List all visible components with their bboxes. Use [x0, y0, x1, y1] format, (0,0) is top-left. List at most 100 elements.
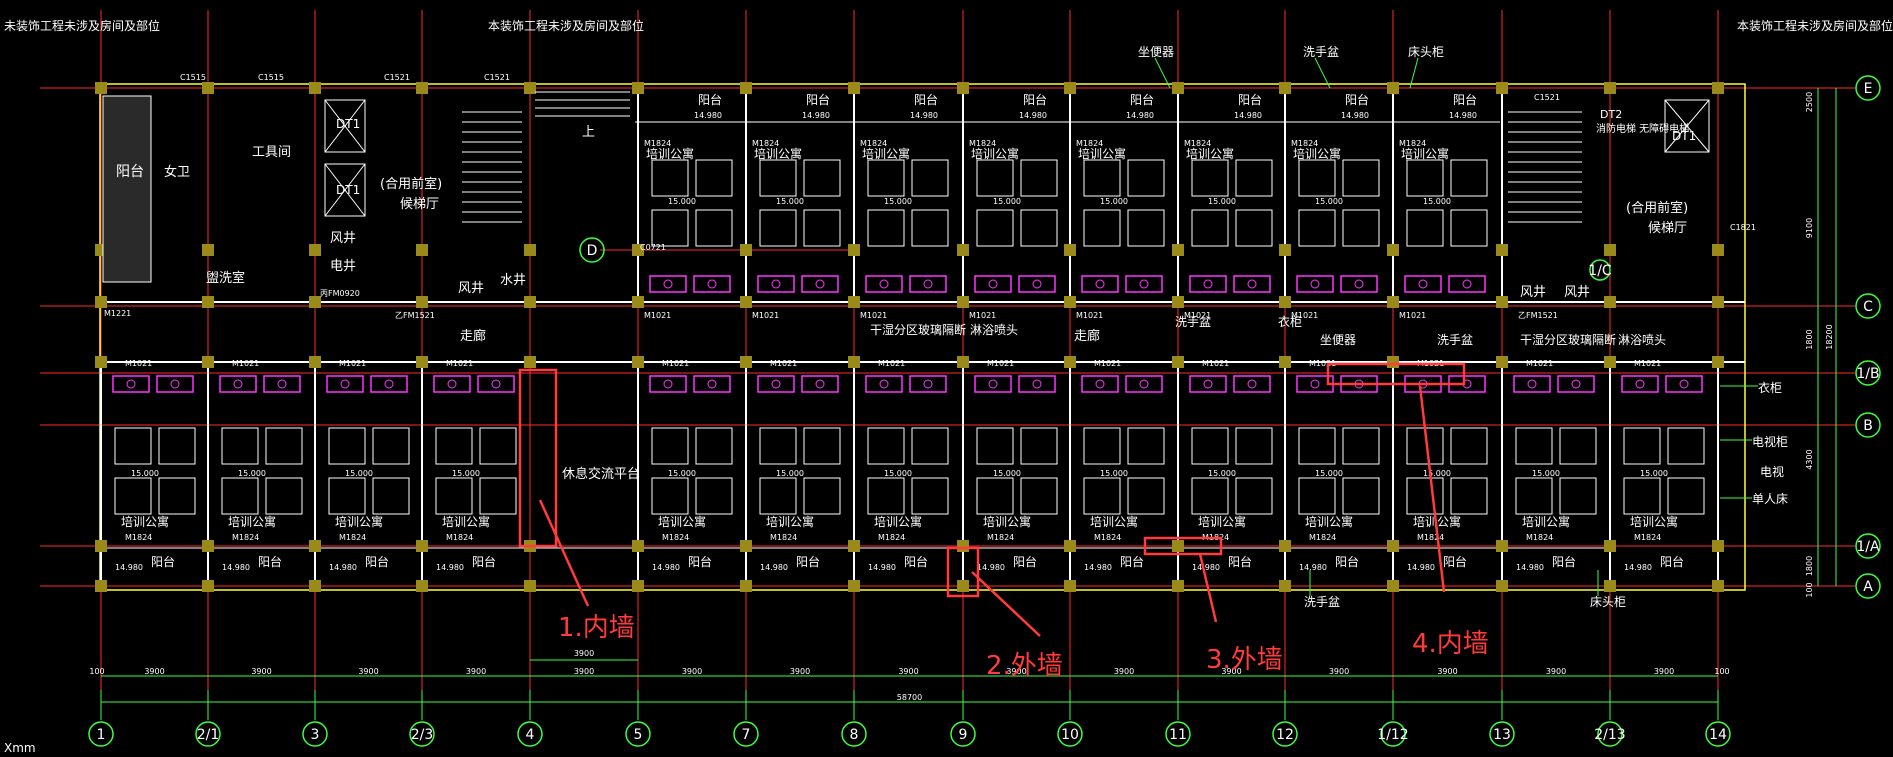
unit-fixtures-t4 [1081, 275, 1163, 293]
bed [1406, 477, 1444, 515]
elev-tag: 14.980 [910, 111, 938, 120]
room-air-shaft-left: 风井 [330, 231, 356, 246]
door-tag-m1021: M1021 [987, 359, 1014, 368]
basin-bowl [771, 379, 781, 389]
elev-tag: 15.000 [1208, 197, 1236, 206]
annotation-arrow-2 [971, 571, 1041, 637]
column-12-4 [1387, 540, 1399, 552]
door-tag-m1021: M1021 [860, 311, 887, 320]
room-female-wc: 女卫 [164, 164, 190, 180]
axis-bubble-right-5-label: A [1863, 579, 1873, 595]
column-0-5 [95, 580, 107, 592]
stair-left [462, 111, 522, 223]
column-14-4 [1604, 540, 1616, 552]
dim-bottom-2: 3900 [358, 667, 378, 676]
basin-bowl [1635, 379, 1645, 389]
room-elec-shaft: 电井 [330, 259, 356, 274]
room-elevator-dt1-right: DT1 [1672, 129, 1696, 143]
room-balcony-top: 阳台 [1453, 92, 1477, 107]
toilet-fixture [1018, 375, 1056, 393]
annotation-label-4: 4.内墙 [1412, 629, 1489, 659]
bed [803, 477, 841, 515]
column-11-0 [1279, 82, 1291, 94]
room-balcony-bottom: 阳台 [1120, 554, 1144, 569]
door-tag-m1824: M1824 [1309, 533, 1336, 542]
bed [1623, 427, 1661, 465]
room-balcony-top: 阳台 [806, 92, 830, 107]
unit-fixtures-t5 [1189, 275, 1271, 293]
window-tag-c1515-b: C1515 [258, 73, 284, 82]
basin-bowl [1095, 279, 1105, 289]
annotation-box-4 [1326, 362, 1466, 386]
bed [1450, 159, 1488, 197]
note-tv-cabinet: 电视柜 [1752, 434, 1788, 449]
elevator-shaft-0 [324, 99, 366, 153]
axis-bubble-right-4-circle [1855, 533, 1881, 559]
unit-fixtures-t0 [649, 275, 731, 293]
annotation-label-3: 3.外墙 [1206, 645, 1283, 675]
annotation-label-2: 2.外墙 [986, 651, 1063, 681]
column-10-4 [1172, 540, 1184, 552]
dim-bottom-8: 3900 [1006, 667, 1026, 676]
door-tag-m1824: M1824 [1399, 139, 1426, 148]
unit-fixtures-t3 [974, 275, 1056, 293]
beds-t3 [976, 159, 1058, 247]
column-15-1 [1712, 244, 1724, 256]
toilet-bowl [384, 379, 394, 389]
door-tag-m1824: M1824 [969, 139, 996, 148]
bed [1020, 477, 1058, 515]
room-lobby-right: (合用前室) [1626, 200, 1688, 216]
elev-tag: 15.000 [668, 197, 696, 206]
unit-fixtures-b0 [112, 375, 194, 393]
dim-bottom-9: 3900 [1114, 667, 1134, 676]
column-13-5 [1496, 580, 1508, 592]
bed [158, 477, 196, 515]
basin-bowl [879, 279, 889, 289]
note-leader-1 [1314, 57, 1331, 89]
beds-b10 [1298, 427, 1380, 515]
axis-bubble-bottom-0-label: 1 [97, 727, 106, 743]
door-tag-m1824: M1824 [987, 533, 1014, 542]
dim-right-2: 1800 [1805, 329, 1814, 349]
axis-bubble-right-2-label: 1/B [1856, 366, 1879, 382]
elev-tag: 14.980 [868, 563, 896, 572]
toilet-fixture [1125, 275, 1163, 293]
room-training-apt-top: 培训公寓 [646, 146, 694, 161]
note-basin-bottom: 洗手盆 [1304, 595, 1340, 609]
column-2-1 [309, 244, 321, 256]
axis-bubble-bottom-10-label: 11 [1169, 727, 1187, 743]
column-14-0 [1604, 82, 1616, 94]
room-training-apt-bottom: 培训公寓 [1090, 514, 1138, 529]
bed [1127, 159, 1165, 197]
door-tag-m1824: M1824 [232, 533, 259, 542]
bed [695, 427, 733, 465]
elev-tag: 15.000 [1315, 469, 1343, 478]
bed [695, 209, 733, 247]
bed [1298, 159, 1336, 197]
toilet-bowl [815, 379, 825, 389]
door-tag-m1021: M1021 [1094, 359, 1121, 368]
bed [479, 427, 517, 465]
elevator-cross [1664, 99, 1710, 153]
toilet-fixture [693, 275, 731, 293]
toilet-fixture [1125, 375, 1163, 393]
bed [695, 159, 733, 197]
column-8-2 [957, 296, 969, 308]
bed [1235, 477, 1273, 515]
room-balcony-bottom: 阳台 [688, 554, 712, 569]
bed [867, 477, 905, 515]
room-balcony-top: 阳台 [1130, 92, 1154, 107]
note-toilet-mid: 坐便器 [1320, 333, 1356, 347]
axis-bubble-bottom-11-label: 12 [1276, 727, 1294, 743]
column-6-1 [740, 244, 752, 256]
note-top-left: 未装饰工程未涉及房间及部位 [4, 18, 160, 33]
bed [1667, 427, 1705, 465]
axis-bubble-bottom-9-label: 10 [1061, 727, 1079, 743]
toilet-bowl [1247, 379, 1257, 389]
unit-fixtures-b8 [1081, 375, 1163, 393]
column-9-0 [1064, 82, 1076, 94]
elev-tag: 15.000 [131, 469, 159, 478]
dim-bottom-13: 3900 [1546, 667, 1566, 676]
dim-bottom-6: 3900 [790, 667, 810, 676]
